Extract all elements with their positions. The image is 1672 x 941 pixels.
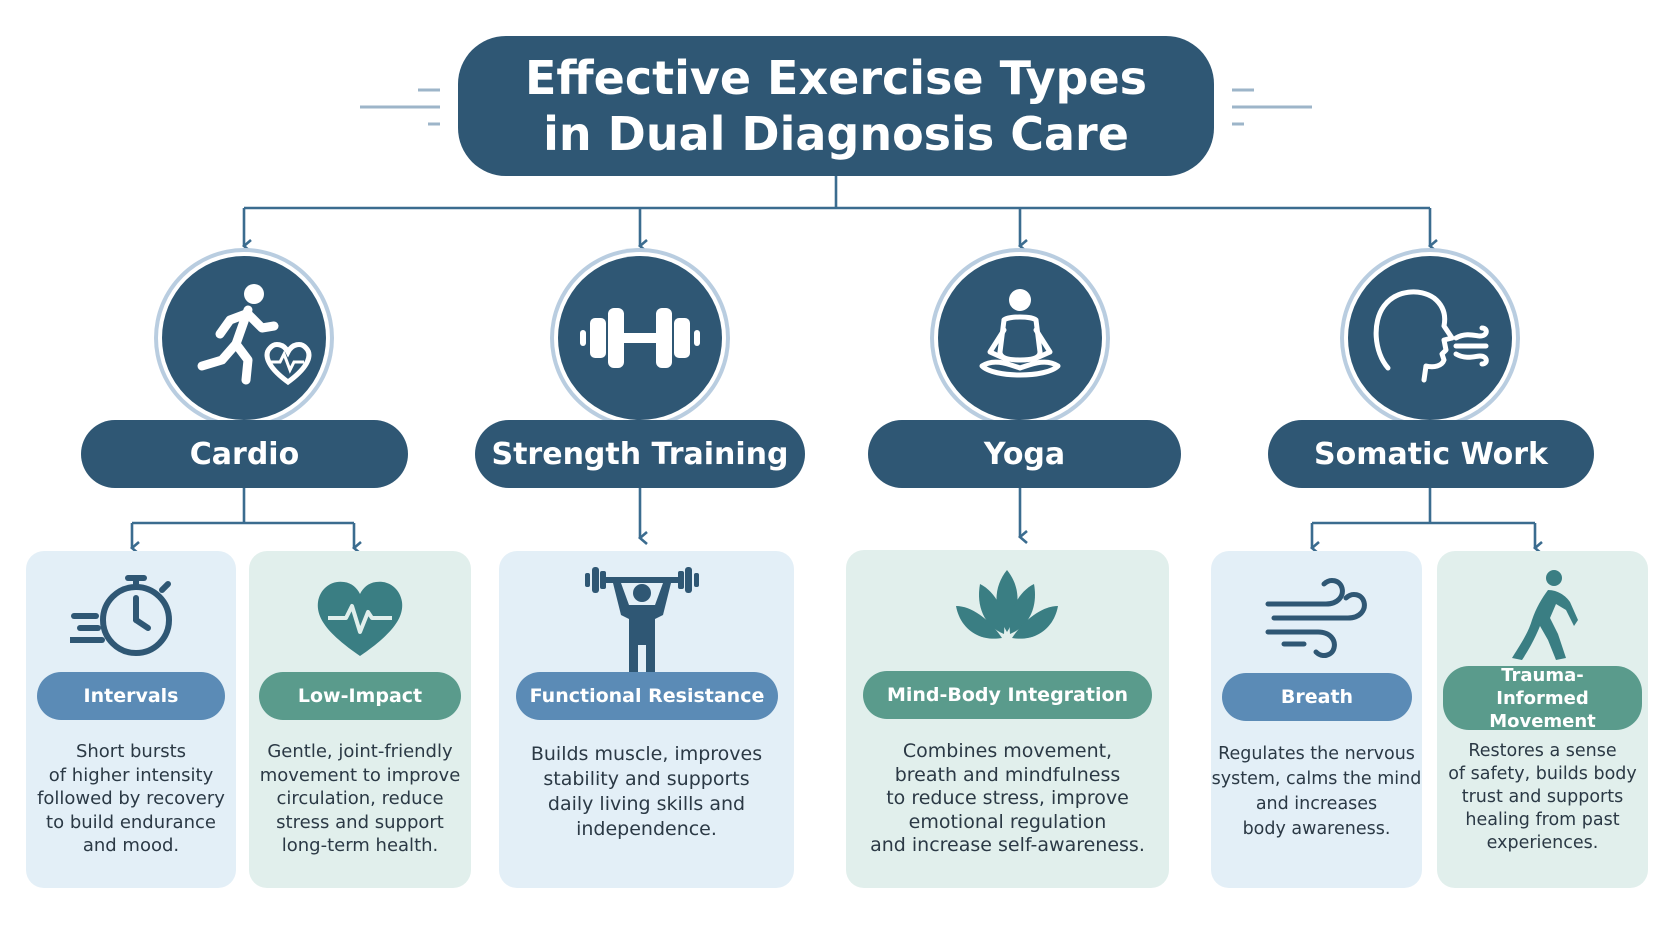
category-yoga[interactable]: Yoga (868, 420, 1181, 488)
page-title: Effective Exercise Types in Dual Diagnos… (458, 36, 1214, 176)
breath-label: Breath (1280, 685, 1354, 708)
sub-pill-functional-resistance[interactable]: Functional Resistance (516, 672, 778, 720)
trauma-informed-movement-description: Restores a sense of safety, builds body … (1448, 741, 1637, 853)
sub-pill-trauma-informed-movement[interactable]: Trauma-Informed Movement (1443, 664, 1642, 732)
category-somatic-label: Somatic Work (1314, 436, 1548, 472)
functional-resistance-label: Functional Resistance (529, 684, 765, 707)
meditation-icon (979, 289, 1061, 378)
category-somatic-work[interactable]: Somatic Work (1268, 420, 1594, 488)
yoga-icon-circle (938, 256, 1102, 420)
functional-resistance-description: Builds muscle, improves stability and su… (530, 743, 763, 840)
mind-body-integration-description: Combines movement, breath and mindfulnes… (870, 740, 1145, 856)
strength-icon-circle (558, 256, 722, 420)
sub-pill-mind-body-integration[interactable]: Mind-Body Integration (863, 671, 1152, 719)
sub-pill-intervals[interactable]: Intervals (37, 672, 225, 720)
title-dash-right (1232, 88, 1312, 126)
main-branch-lines (242, 176, 1438, 253)
heart-pulse-icon (314, 576, 406, 660)
category-cardio-label: Cardio (189, 436, 300, 472)
wind-icon (1264, 574, 1368, 658)
low-impact-label: Low-Impact (297, 684, 423, 707)
category-yoga-label: Yoga (983, 436, 1066, 472)
title-dash-left (360, 88, 440, 126)
stretching-figure-icon (1508, 568, 1578, 662)
low-impact-description: Gentle, joint-friendly movement to impro… (259, 741, 461, 856)
dumbbell-icon (580, 308, 700, 368)
category-strength-training[interactable]: Strength Training (475, 420, 805, 488)
somatic-branch-lines (1310, 486, 1543, 555)
mind-body-integration-label: Mind-Body Integration (886, 683, 1129, 706)
breath-description: Regulates the nervous system, calms the … (1211, 744, 1422, 839)
weightlifter-icon (583, 563, 701, 675)
sub-pill-breath[interactable]: Breath (1222, 673, 1412, 721)
intervals-label: Intervals (83, 684, 179, 707)
title-line-1: Effective Exercise Types (524, 51, 1148, 105)
sub-pill-low-impact[interactable]: Low-Impact (259, 672, 461, 720)
category-strength-label: Strength Training (491, 436, 789, 472)
title-line-2: in Dual Diagnosis Care (543, 107, 1129, 161)
runner-heart-icon (197, 284, 312, 386)
cardio-icon-circle (162, 256, 326, 420)
cardio-branch-lines (130, 486, 362, 555)
head-breath-icon (1373, 289, 1489, 383)
trauma-informed-movement-label: Trauma-Informed Movement (1489, 664, 1596, 732)
intervals-description: Short bursts of higher intensity followe… (37, 741, 225, 856)
somatic-icon-circle (1348, 256, 1512, 420)
category-cardio[interactable]: Cardio (81, 420, 408, 488)
lotus-icon (950, 568, 1064, 654)
stopwatch-icon (70, 570, 180, 662)
